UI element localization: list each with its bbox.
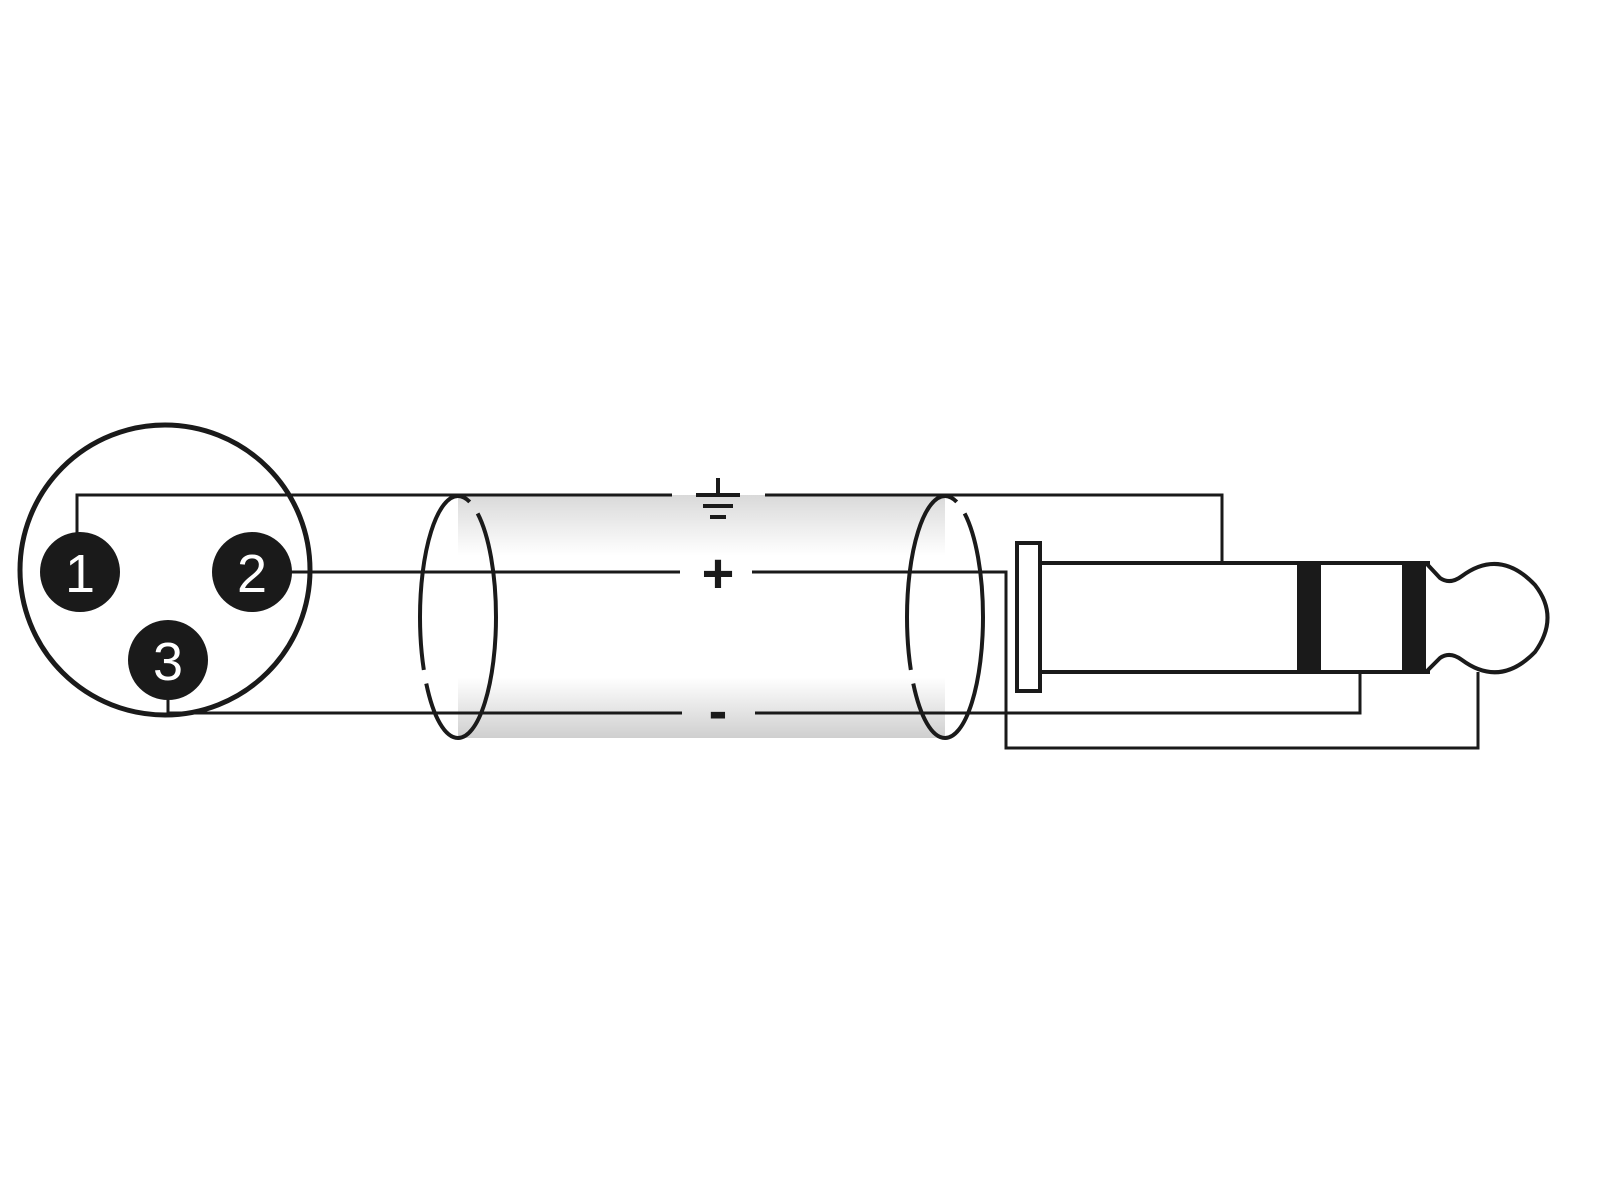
plug-tip	[1424, 561, 1550, 675]
cable-body	[458, 495, 945, 738]
plug-collar	[1015, 541, 1042, 693]
ground-wire	[75, 493, 672, 540]
plug-sleeve	[1038, 561, 1430, 674]
ground-wire-plug	[765, 493, 1224, 562]
plus-wire-plug	[752, 570, 1480, 750]
plus-symbol: +	[702, 542, 735, 605]
ground-icon	[696, 478, 740, 519]
minus-wire	[166, 700, 682, 715]
trs-plug	[1015, 541, 1550, 693]
xlr-housing	[17, 422, 313, 718]
xlr-pin-3: 3	[128, 620, 208, 700]
xlr-pin-2: 2	[212, 532, 292, 612]
pin-2-label: 2	[237, 544, 267, 604]
cable-shield	[418, 494, 985, 740]
xlr-connector	[17, 422, 313, 718]
minus-wire-plug	[755, 672, 1362, 715]
plug-tip-insulator	[1402, 563, 1426, 672]
pin-1-label: 1	[65, 544, 95, 604]
xlr-pin-1: 1	[40, 532, 120, 612]
pin-3-label: 3	[153, 632, 183, 692]
minus-symbol: -	[709, 679, 728, 742]
plug-ring-insulator	[1297, 563, 1321, 672]
